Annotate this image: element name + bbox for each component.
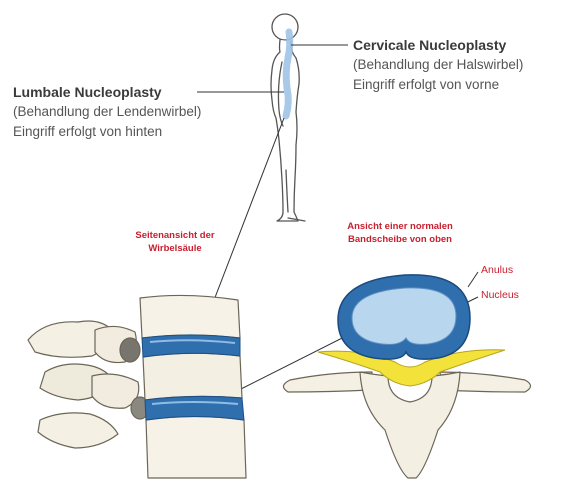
side-view-caption-line1: Seitenansicht der (115, 229, 235, 242)
anulus-label: Anulus (481, 264, 513, 276)
lumbal-line2: Eingriff erfolgt von hinten (13, 122, 201, 142)
spine-side-view (28, 295, 246, 478)
top-view-caption-line1: Ansicht einer normalen (330, 220, 470, 233)
lumbal-title: Lumbale Nucleoplasty (13, 82, 201, 102)
lumbal-line1: (Behandlung der Lendenwirbel) (13, 102, 201, 122)
side-view-caption-line2: Wirbelsäule (115, 242, 235, 255)
side-view-caption: Seitenansicht der Wirbelsäule (115, 229, 235, 255)
nucleus-label: Nucleus (481, 289, 519, 301)
cervical-line1: (Behandlung der Halswirbel) (353, 55, 523, 75)
vertebra-top-view (283, 372, 530, 478)
cervical-line2: Eingriff erfolgt von vorne (353, 75, 523, 95)
top-view-caption: Ansicht einer normalen Bandscheibe von o… (330, 220, 470, 246)
figure-spine (286, 32, 290, 116)
cervical-title: Cervicale Nucleoplasty (353, 35, 523, 55)
cervical-label: Cervicale Nucleoplasty (Behandlung der H… (353, 35, 523, 95)
disc-top-view (338, 275, 470, 359)
lumbal-label: Lumbale Nucleoplasty (Behandlung der Len… (13, 82, 201, 142)
top-view-caption-line2: Bandscheibe von oben (330, 233, 470, 246)
nucleus (352, 288, 456, 345)
